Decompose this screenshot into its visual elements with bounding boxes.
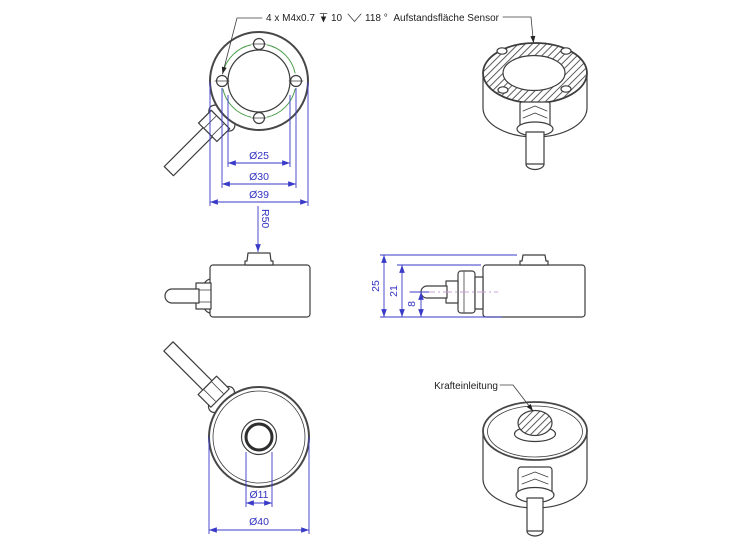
cable-gland-iso (515, 466, 555, 537)
dim-text: Ø25 (249, 150, 269, 162)
dim-bolt-circle: Ø30 (221, 88, 297, 188)
dim-text: 25 (370, 280, 382, 292)
dim-text: Ø11 (249, 489, 268, 501)
screw-holes (214, 37, 304, 125)
iso-bottom-view: Krafteinleitung (434, 381, 588, 537)
dim-sphere-radius: R50 (255, 206, 271, 252)
load-button (519, 254, 549, 266)
depth-value: 10 (331, 13, 343, 24)
dim-outer-diameter: Ø39 (209, 82, 309, 206)
force-application-label: Krafteinleitung (434, 381, 498, 392)
dim-text: Ø40 (249, 516, 269, 528)
rim-line (487, 405, 583, 458)
load-button-hatch (517, 409, 553, 437)
dim-total-height: 25 (370, 254, 517, 317)
top-view: Ø25 Ø30 Ø39 4 x M4x0.7 10 (163, 13, 388, 206)
dim-cable-axis-height: 8 (380, 291, 502, 318)
dim-text: Ø30 (249, 171, 269, 183)
angle-value: 118 ° (365, 13, 388, 24)
cable-gland (163, 341, 236, 414)
screw-note-text: 4 x M4x0.7 (266, 13, 315, 24)
bore-ring (244, 422, 274, 452)
dim-inner-diameter: Ø25 (227, 95, 291, 167)
cable-gland-iso (516, 101, 554, 171)
center-hole (502, 54, 566, 92)
dim-text: 8 (406, 301, 418, 307)
dim-text: 21 (388, 285, 400, 297)
dim-text: Ø39 (249, 189, 269, 201)
dim-text: R50 (259, 209, 271, 228)
load-button (244, 252, 274, 266)
outer-circle (208, 386, 310, 488)
contact-surface-callout: Aufstandsfläche Sensor (393, 13, 536, 44)
front-view: R50 (164, 206, 311, 318)
dim-outer-diameter: Ø40 (208, 437, 310, 534)
contact-surface-label: Aufstandsfläche Sensor (393, 13, 499, 24)
cable-gland-front (164, 282, 212, 310)
bottom-view: Ø11 Ø40 (163, 341, 310, 534)
outer-flange-circle (209, 31, 309, 131)
sensor-body (482, 264, 586, 318)
dim-bore-diameter: Ø11 (245, 452, 273, 507)
load-button-iso (513, 409, 557, 443)
boss-circle (240, 418, 278, 456)
screw-holes-iso (496, 47, 572, 94)
screw-note: 4 x M4x0.7 10 118 ° (221, 13, 388, 75)
iso-top-view: Aufstandsfläche Sensor (393, 13, 588, 171)
side-view: 25 21 8 (370, 254, 586, 318)
thread-depth-icon (319, 13, 328, 23)
chamfer-circle (212, 390, 306, 484)
sensor-body (209, 264, 311, 318)
countersink-icon (347, 13, 362, 22)
force-application-callout: Krafteinleitung (434, 381, 534, 412)
dim-body-height: 21 (388, 264, 481, 317)
